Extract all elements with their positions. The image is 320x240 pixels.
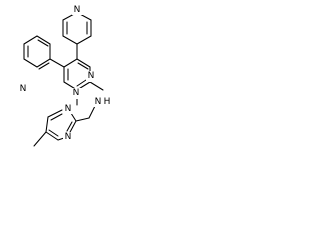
bond <box>75 117 90 122</box>
atom-n-pyrimidine-upper: N <box>88 71 95 81</box>
bond <box>36 58 51 68</box>
bond <box>48 129 59 137</box>
bond <box>76 79 87 87</box>
chemical-structure-diagram: N N N N N H N N <box>18 4 112 147</box>
bond <box>45 131 59 141</box>
bond <box>23 35 38 45</box>
bond <box>66 121 73 132</box>
bond <box>62 35 78 45</box>
atom-n-pyridine-top: N <box>74 5 81 15</box>
bond <box>45 116 49 133</box>
atom-n-pyrimidine2-lower: N <box>65 132 72 142</box>
atom-labels: N N N N N H N N <box>18 4 112 142</box>
bonds <box>23 12 104 147</box>
bond <box>36 35 51 45</box>
bond <box>77 62 89 70</box>
bond <box>63 58 78 68</box>
bond <box>47 109 63 118</box>
atom-n-pyrimidine-lower: N <box>73 88 80 98</box>
bond <box>37 39 49 47</box>
bond <box>76 35 92 45</box>
bond <box>23 58 38 68</box>
bond <box>76 58 91 68</box>
atom-n-pyrimidine2-upper: N <box>65 104 72 114</box>
bond <box>33 131 47 147</box>
bond <box>68 120 77 135</box>
bond <box>50 113 63 121</box>
bond <box>38 62 50 70</box>
atom-h-amine: H <box>104 97 111 107</box>
atom-n-amine: N <box>95 97 102 107</box>
bond <box>89 81 104 91</box>
atom-n-pyridine-left: N <box>20 84 27 94</box>
bond <box>49 58 65 68</box>
